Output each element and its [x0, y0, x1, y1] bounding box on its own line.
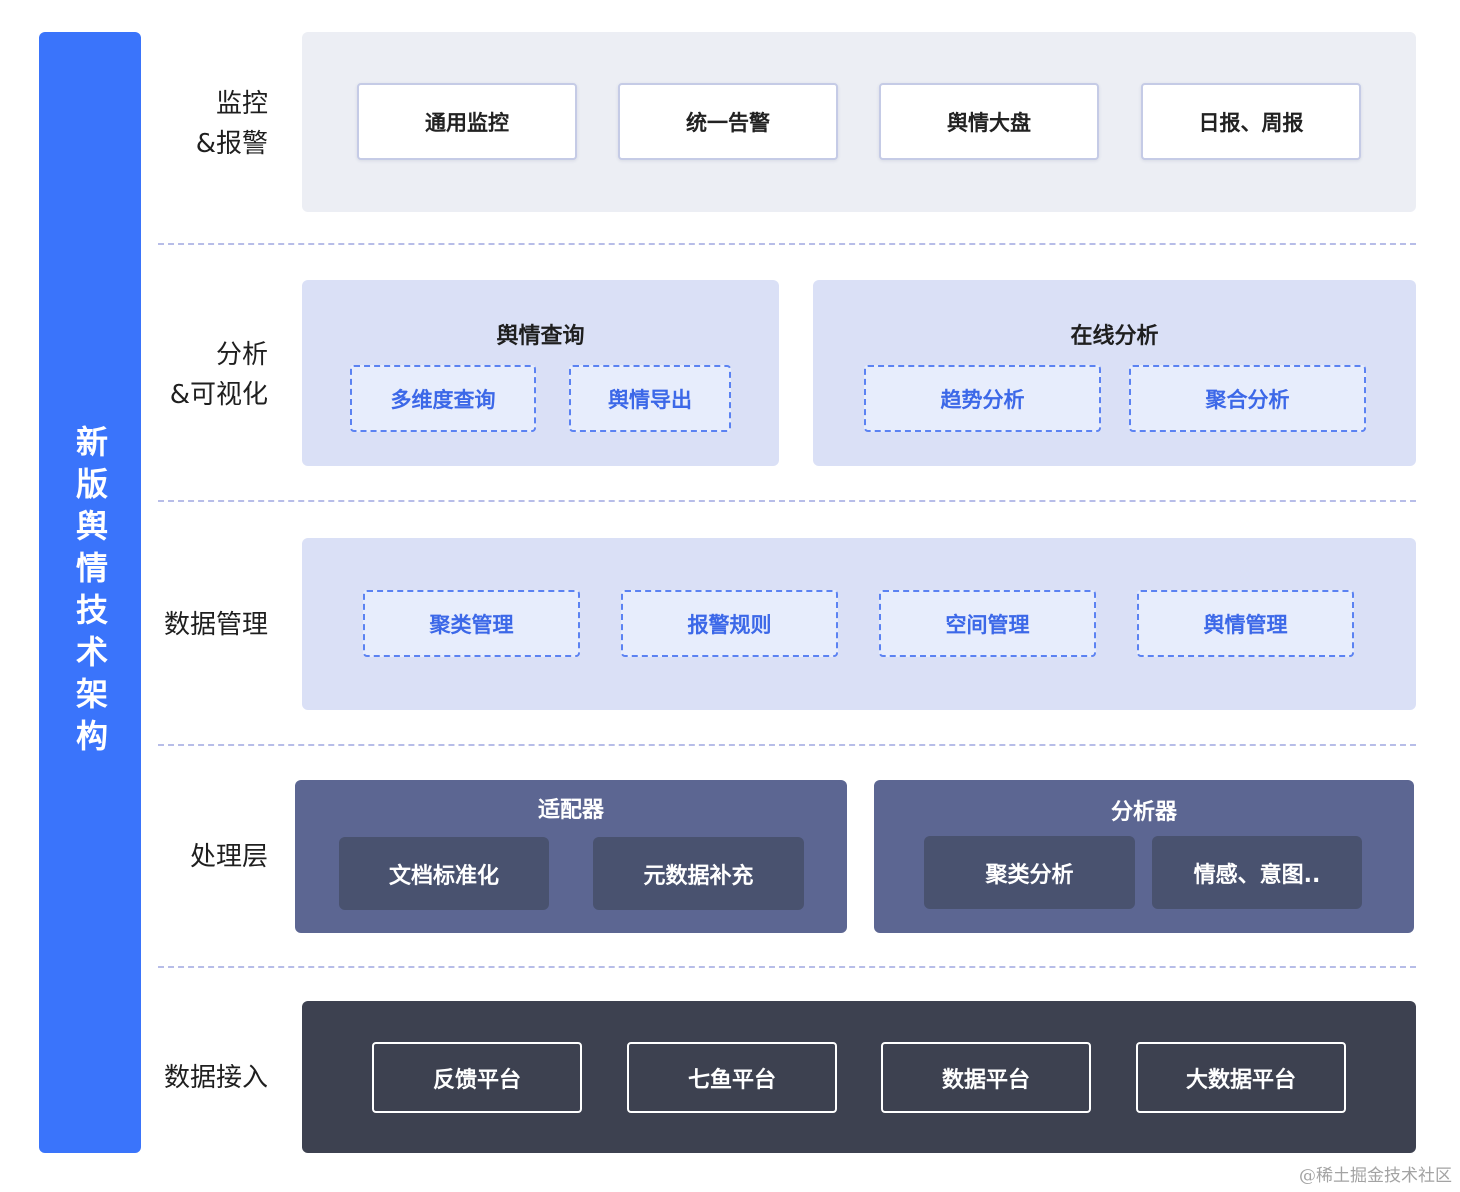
panel-title: 在线分析 — [1070, 324, 1159, 349]
panel-title: 舆情查询 — [496, 324, 585, 349]
layer-label-processing: 处理层 — [189, 842, 268, 872]
layer-label-monitor: 监控 &报警 — [136, 84, 268, 164]
layer-label-line: &报警 — [195, 129, 268, 159]
architecture-title-bar: 新版舆情技术架构 — [39, 32, 141, 1153]
layer-separator — [158, 500, 1416, 502]
analysis-item: 聚合分析 — [1129, 365, 1366, 432]
data-mgmt-item: 舆情管理 — [1137, 590, 1354, 657]
layer-label-analysis: 分析 &可视化 — [136, 335, 268, 415]
processing-item: 聚类分析 — [924, 836, 1135, 909]
monitor-item: 通用监控 — [357, 83, 577, 160]
processing-item: 文档标准化 — [339, 837, 549, 910]
ingest-item: 七鱼平台 — [627, 1042, 837, 1113]
ingest-panel — [302, 1001, 1416, 1153]
ingest-item: 数据平台 — [881, 1042, 1091, 1113]
monitor-item: 统一告警 — [618, 83, 838, 160]
layer-separator — [158, 243, 1416, 245]
layer-label-ingest: 数据接入 — [163, 1063, 268, 1093]
panel-title: 适配器 — [537, 798, 604, 823]
data-mgmt-item: 空间管理 — [879, 590, 1096, 657]
analysis-item: 趋势分析 — [864, 365, 1101, 432]
processing-item: 情感、意图.. — [1152, 836, 1362, 909]
layer-separator — [158, 966, 1416, 968]
layer-label-line: &可视化 — [169, 380, 268, 410]
ingest-item: 反馈平台 — [372, 1042, 582, 1113]
monitor-item: 日报、周报 — [1141, 83, 1361, 160]
analysis-item: 舆情导出 — [569, 365, 731, 432]
architecture-title: 新版舆情技术架构 — [71, 424, 109, 761]
ingest-item: 大数据平台 — [1136, 1042, 1346, 1113]
panel-title: 分析器 — [1110, 800, 1177, 825]
layer-label-line: 监控 — [215, 89, 268, 119]
analysis-item: 多维度查询 — [350, 365, 536, 432]
layer-label-line: 分析 — [215, 340, 268, 370]
data-mgmt-item: 报警规则 — [621, 590, 838, 657]
processing-item: 元数据补充 — [593, 837, 804, 910]
layer-separator — [158, 744, 1416, 746]
monitor-item: 舆情大盘 — [879, 83, 1099, 160]
data-mgmt-item: 聚类管理 — [363, 590, 580, 657]
watermark: @稀土掘金技术社区 — [1299, 1166, 1452, 1186]
layer-label-data-mgmt: 数据管理 — [163, 610, 268, 640]
